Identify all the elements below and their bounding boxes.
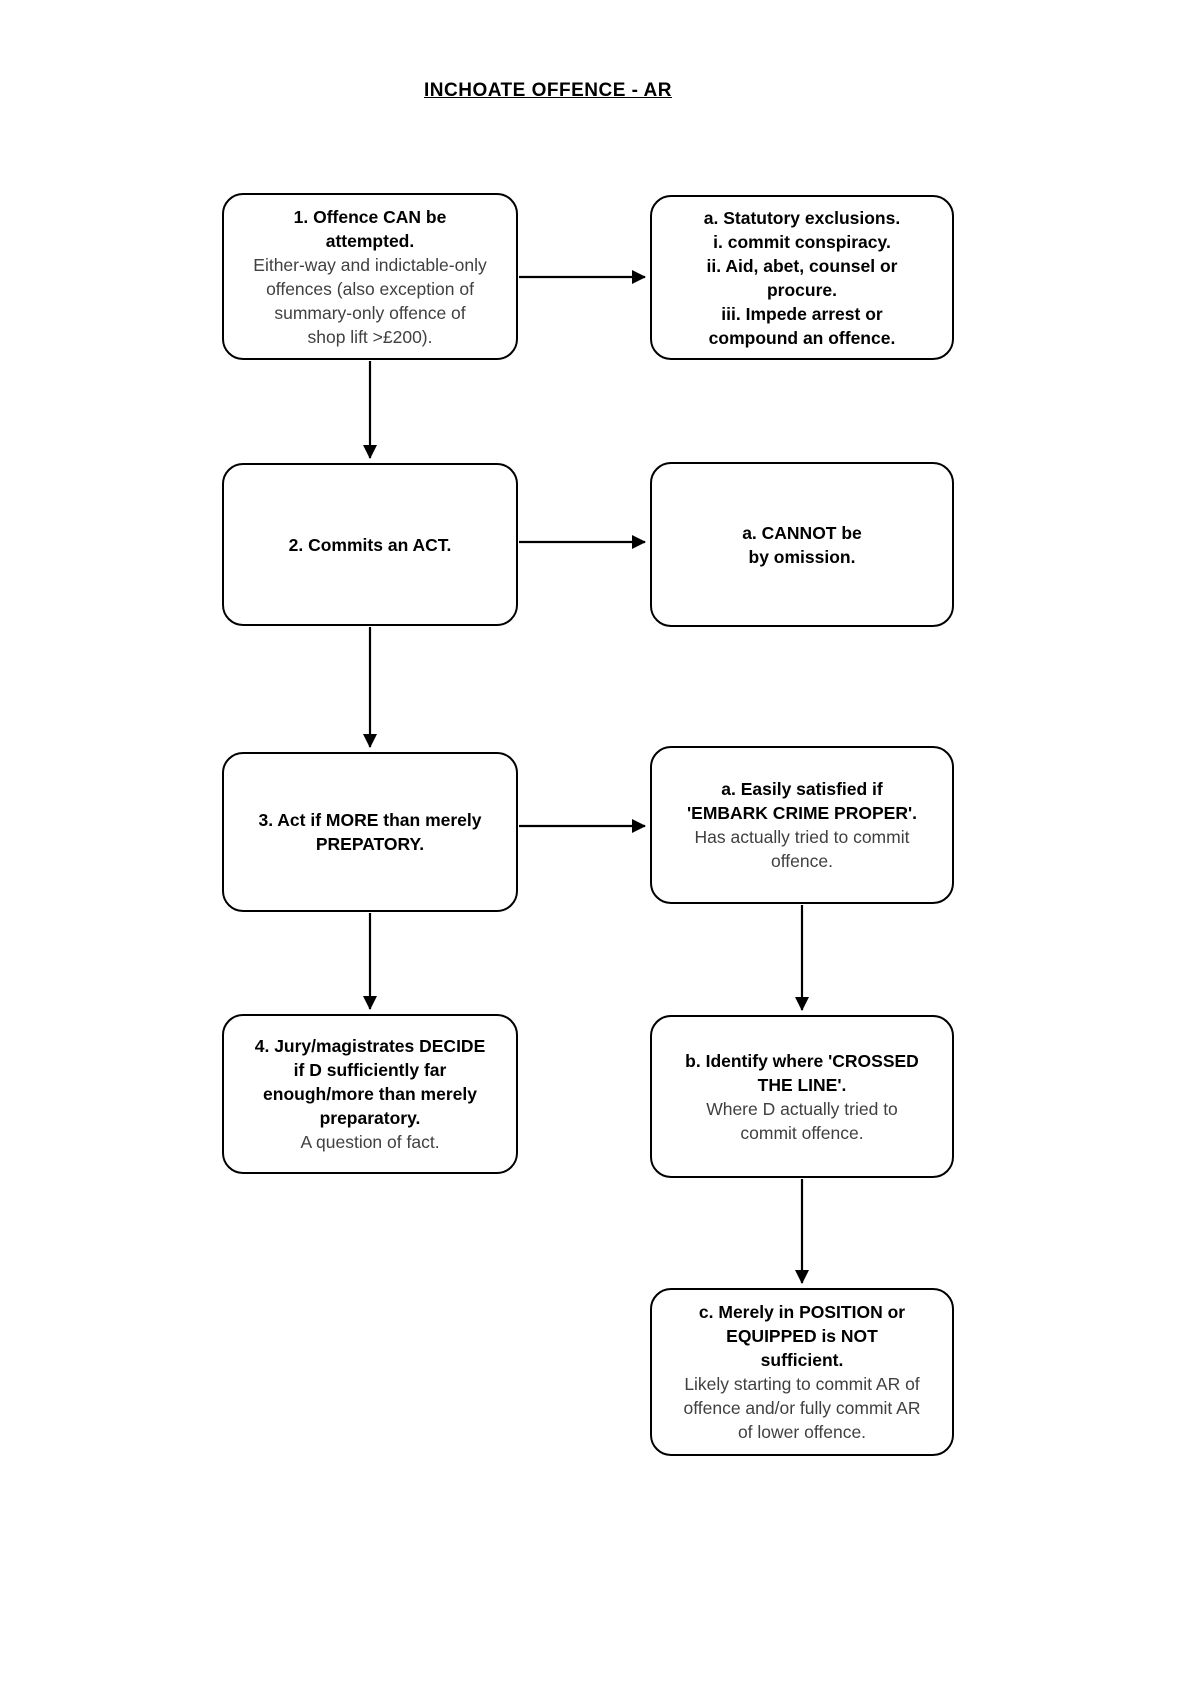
- box-title-line: 2. Commits an ACT.: [288, 534, 452, 555]
- box-title-line: attempted.: [325, 230, 415, 251]
- box-body-line: A question of fact.: [300, 1132, 440, 1152]
- box-title-line: a. Statutory exclusions.: [703, 207, 901, 228]
- box-title-line: enough/more than merely: [263, 1084, 477, 1104]
- box-title-line: iii. Impede arrest or: [721, 303, 883, 324]
- flow-box-1a-statutory-exclusions: a. Statutory exclusions. i. commit consp…: [650, 195, 954, 360]
- box-title-line: a. Easily satisfied if: [721, 779, 883, 799]
- box-title-line: by omission.: [748, 546, 856, 567]
- box-body-line: Either-way and indictable-only: [253, 254, 487, 275]
- box-body-line: Likely starting to commit AR of: [684, 1374, 920, 1394]
- box-body-line: Where D actually tried to: [706, 1098, 898, 1119]
- box-title-line: if D sufficiently far: [293, 1060, 447, 1080]
- box-title-line: procure.: [766, 279, 838, 300]
- box-title-line: sufficient.: [760, 1350, 844, 1370]
- flow-box-3-more-than-merely-prepatory: 3. Act if MORE than merely PREPATORY.: [222, 752, 518, 912]
- box-title-line: c. Merely in POSITION or: [698, 1302, 906, 1322]
- box-body-line: commit offence.: [740, 1122, 864, 1143]
- box-title-line: b. Identify where 'CROSSED: [685, 1050, 919, 1071]
- box-title-line: 3. Act if MORE than merely: [258, 810, 482, 830]
- flow-box-2a-cannot-be-by-omission: a. CANNOT be by omission.: [650, 462, 954, 627]
- box-title-line: PREPATORY.: [315, 834, 425, 854]
- box-body-line: offence and/or fully commit AR: [683, 1398, 921, 1418]
- box-body-line: shop lift >£200).: [307, 326, 433, 347]
- flow-box-b-crossed-the-line: b. Identify where 'CROSSED THE LINE'. Wh…: [650, 1015, 954, 1178]
- flow-box-1-offence-can-be-attempted: 1. Offence CAN be attempted. Either-way …: [222, 193, 518, 360]
- box-body-line: summary-only offence of: [274, 302, 466, 323]
- box-title-line: 'EMBARK CRIME PROPER'.: [686, 803, 917, 823]
- flow-box-c-position-or-equipped-not-sufficient: c. Merely in POSITION or EQUIPPED is NOT…: [650, 1288, 954, 1456]
- box-title-line: 1. Offence CAN be: [293, 206, 447, 227]
- box-title-line: ii. Aid, abet, counsel or: [706, 255, 898, 276]
- box-title-line: THE LINE'.: [757, 1074, 847, 1095]
- flow-box-4-jury-magistrates-decide: 4. Jury/magistrates DECIDE if D sufficie…: [222, 1014, 518, 1174]
- box-title-line: preparatory.: [319, 1108, 421, 1128]
- box-body-line: offences (also exception of: [266, 278, 474, 299]
- flow-box-3a-embark-crime-proper: a. Easily satisfied if 'EMBARK CRIME PRO…: [650, 746, 954, 904]
- box-title-line: i. commit conspiracy.: [713, 231, 891, 252]
- flow-box-2-commits-an-act: 2. Commits an ACT.: [222, 463, 518, 626]
- box-title-line: a. CANNOT be: [742, 522, 862, 543]
- page-title: INCHOATE OFFENCE - AR: [424, 80, 672, 101]
- box-body-line: of lower offence.: [737, 1422, 867, 1442]
- box-title-line: 4. Jury/magistrates DECIDE: [254, 1036, 486, 1056]
- box-title-line: compound an offence.: [708, 327, 896, 348]
- box-body-line: offence.: [771, 851, 833, 871]
- box-title-line: EQUIPPED is NOT: [726, 1326, 878, 1346]
- box-body-line: Has actually tried to commit: [694, 827, 910, 847]
